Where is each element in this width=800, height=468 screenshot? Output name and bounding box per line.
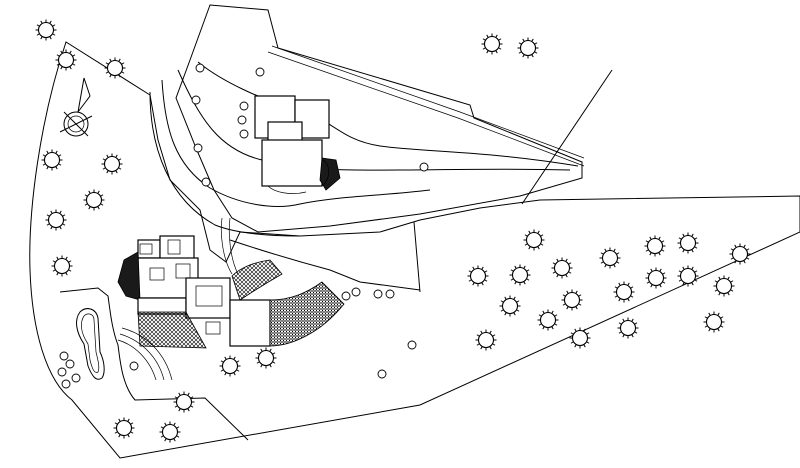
tree-icon (509, 264, 531, 286)
main-house (117, 235, 345, 349)
tree-icon (617, 317, 639, 339)
tree-icon (467, 265, 489, 287)
upper-building (254, 95, 341, 194)
garden-arc-1 (117, 339, 157, 381)
tree-icon (729, 243, 751, 265)
road-edge-2 (161, 79, 431, 207)
lower-parcel-divider (413, 221, 421, 293)
tree-icon (569, 327, 591, 349)
tree-icon (703, 311, 725, 333)
tree-icon (83, 189, 105, 211)
tree-icon (713, 275, 735, 297)
tree-icon (517, 37, 539, 59)
tree-icon (101, 153, 123, 175)
tree-icon (561, 289, 583, 311)
lower-parcel-line (229, 239, 421, 291)
tree-icon (104, 57, 126, 79)
tree-icon (677, 265, 699, 287)
tree-icon (613, 281, 635, 303)
tree-icon (645, 267, 667, 289)
road-edge-6 (267, 51, 585, 167)
tree-icon (537, 309, 559, 331)
tree-icon (255, 347, 277, 369)
path-line-2 (228, 217, 239, 275)
tree-icon (599, 247, 621, 269)
tree-icon (41, 149, 63, 171)
tree-icon (499, 295, 521, 317)
tree-icon (644, 235, 666, 257)
tree-icon (159, 421, 181, 443)
lower-left-wall (59, 287, 249, 441)
shrubs (57, 63, 429, 389)
path-line (220, 217, 233, 275)
road-edge-5 (271, 45, 585, 159)
tree-icon (677, 232, 699, 254)
tree-icon (45, 209, 67, 231)
upper-parcel-boundary (175, 4, 583, 233)
tree-icon (173, 391, 195, 413)
tree-icon (51, 255, 73, 277)
tree-icon (475, 329, 497, 351)
tree-icon (523, 229, 545, 251)
pool-inner (81, 313, 100, 373)
trees-layer (35, 19, 751, 443)
site-boundary (29, 41, 800, 459)
tree-icon (481, 33, 503, 55)
tree-icon (35, 19, 57, 41)
pool-outline (76, 308, 105, 380)
garden-arc-2 (119, 333, 165, 381)
road-edge-1 (149, 91, 301, 237)
tree-icon (113, 417, 135, 439)
tree-icon (551, 257, 573, 279)
tree-icon (55, 49, 77, 71)
road-edge-4 (197, 61, 579, 167)
north-arrow-icon (59, 77, 93, 137)
tree-icon (219, 355, 241, 377)
diagonal-property-line (521, 69, 613, 205)
road-edge-3 (177, 69, 571, 171)
